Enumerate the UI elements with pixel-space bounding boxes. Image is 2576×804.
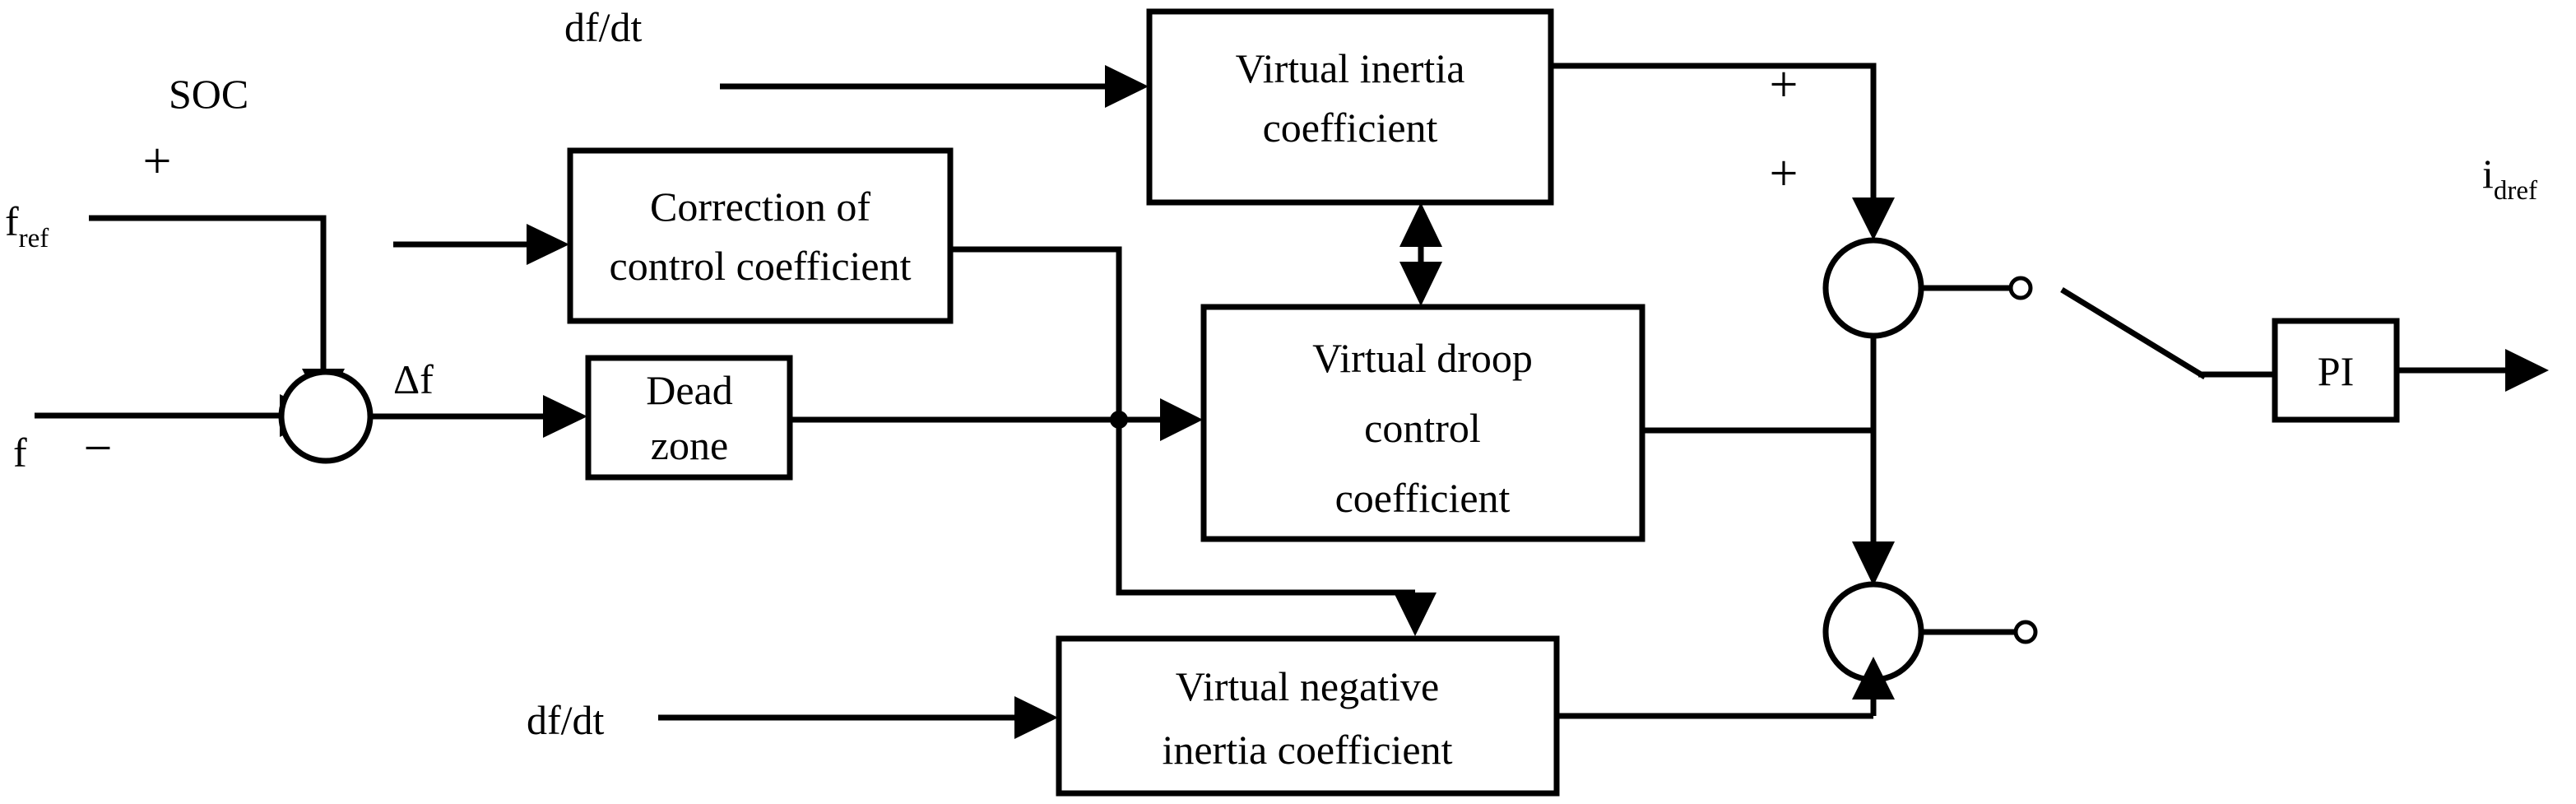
block-label-dead-zone-line2: zone bbox=[651, 422, 728, 468]
label-dfdt-bottom: df/dt bbox=[527, 697, 605, 743]
block-correction-of-control-coefficient bbox=[567, 147, 954, 324]
block-label-virtual-inertia-line2: coefficient bbox=[1263, 105, 1438, 151]
switch-contact-upper[interactable] bbox=[2008, 276, 2033, 300]
block-label-virtual-negative-inertia-line2: inertia coefficient bbox=[1162, 727, 1452, 773]
label-plus-sign-upper-right-sum: + bbox=[1770, 57, 1799, 113]
block-label-pi: PI bbox=[2318, 348, 2354, 394]
label-soc: SOC bbox=[169, 71, 248, 117]
block-virtual-droop-control-coefficient bbox=[1200, 304, 1645, 542]
label-i-dref-subscript: dref bbox=[2494, 176, 2537, 206]
label-f-input: f bbox=[13, 430, 27, 476]
junction-dot-deadzone-correction bbox=[1110, 411, 1128, 429]
label-i-dref: idref bbox=[2482, 151, 2537, 206]
switch-blade[interactable] bbox=[2060, 287, 2207, 379]
arrowhead-deadzone-into-droop bbox=[1160, 398, 1203, 441]
block-label-virtual-droop-line1: Virtual droop bbox=[1312, 335, 1533, 381]
block-label-virtual-droop-line3: coefficient bbox=[1335, 475, 1511, 521]
label-i-dref-base: i bbox=[2482, 151, 2494, 197]
block-label-dead-zone-line1: Dead bbox=[646, 367, 733, 413]
label-dfdt-top: df/dt bbox=[564, 4, 643, 50]
block-label-correction-line2: control coefficient bbox=[610, 243, 912, 289]
block-virtual-negative-inertia-coefficient bbox=[1056, 635, 1560, 797]
block-label-correction-line1: Correction of bbox=[650, 184, 870, 230]
summing-junction-upper-right bbox=[1822, 237, 1924, 339]
arrowhead-dfdt-bottom-into-negative-inertia bbox=[1014, 696, 1058, 739]
label-f-ref-base: f bbox=[5, 198, 19, 244]
block-label-virtual-negative-inertia-line1: Virtual negative bbox=[1176, 663, 1439, 709]
arrowhead-negative-inertia-into-lower-sum bbox=[1852, 657, 1895, 699]
block-label-virtual-inertia-line1: Virtual inertia bbox=[1236, 45, 1465, 91]
arrowhead-droop-into-lower-sum bbox=[1852, 541, 1895, 586]
block-label-virtual-droop-line2: control bbox=[1364, 405, 1481, 451]
block-dead-zone bbox=[585, 355, 793, 481]
block-virtual-inertia-coefficient bbox=[1146, 8, 1554, 206]
arrowhead-link-down-into-droop bbox=[1399, 262, 1442, 306]
arrowhead-link-up-into-inertia bbox=[1399, 202, 1442, 247]
label-f-ref: fref bbox=[5, 198, 49, 253]
wire-fref-to-sum bbox=[89, 215, 327, 374]
label-f-ref-subscript: ref bbox=[19, 224, 49, 253]
arrowhead-virtual-inertia-into-upper-sum bbox=[1852, 198, 1895, 240]
arrowhead-correction-into-negative-inertia bbox=[1394, 593, 1437, 636]
label-minus-sign-left-sum: − bbox=[84, 421, 113, 476]
arrowhead-deltaf-into-deadzone bbox=[543, 395, 587, 438]
arrowhead-soc-into-correction bbox=[527, 224, 569, 265]
arrowhead-idref-output bbox=[2505, 349, 2549, 392]
wire-virtual-inertia-to-upper-sum bbox=[1551, 63, 1877, 202]
switch-contact-lower[interactable] bbox=[2013, 620, 2038, 644]
arrowhead-dfdt-top-into-virtual-inertia bbox=[1105, 65, 1149, 108]
summing-junction-left bbox=[278, 369, 374, 464]
label-delta-f: Δf bbox=[393, 356, 434, 402]
label-plus-sign-lower-right-sum: + bbox=[1770, 146, 1799, 202]
label-plus-sign-left-sum: + bbox=[143, 133, 172, 189]
